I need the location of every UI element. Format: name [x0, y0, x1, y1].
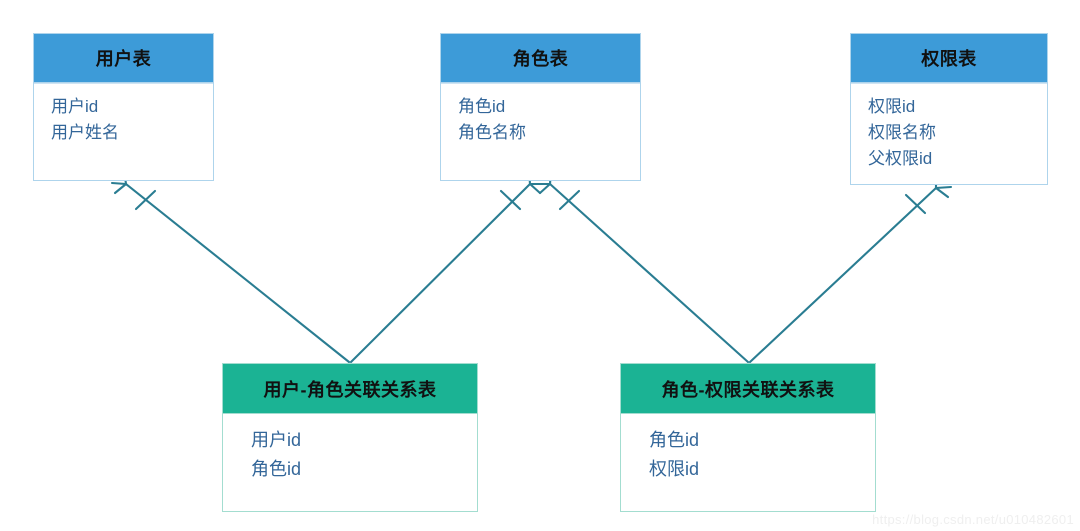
one-tick-role-left — [499, 189, 522, 211]
field-item: 用户id — [251, 430, 302, 450]
field-item: 权限id — [649, 459, 700, 479]
watermark: https://blog.csdn.net/u010482601 — [872, 512, 1074, 527]
one-tick-user — [134, 189, 157, 211]
entity-user-role[interactable]: 用户-角色关联关系表 用户id 角色id — [222, 363, 478, 512]
entity-role-permission-fields: 角色id 权限id — [621, 413, 875, 484]
field-item: 权限id — [868, 97, 916, 116]
one-tick-permission — [904, 193, 927, 215]
entity-user[interactable]: 用户表 用户id 用户姓名 — [33, 33, 214, 181]
entity-role-fields: 角色id 角色名称 — [441, 83, 640, 146]
field-item: 角色名称 — [458, 123, 526, 142]
entity-user-fields: 用户id 用户姓名 — [34, 83, 213, 146]
entity-role-permission-title: 角色-权限关联关系表 — [621, 364, 875, 413]
relationship-role-userrole — [349, 168, 545, 364]
entity-role[interactable]: 角色表 角色id 角色名称 — [440, 33, 641, 181]
one-tick-role-right — [558, 189, 581, 211]
field-item: 用户id — [51, 97, 99, 116]
entity-role-permission[interactable]: 角色-权限关联关系表 角色id 权限id — [620, 363, 876, 512]
field-item: 权限名称 — [868, 123, 936, 142]
relationship-permission-rolepermission — [748, 172, 953, 364]
entity-user-role-title: 用户-角色关联关系表 — [223, 364, 477, 413]
field-item: 用户姓名 — [51, 123, 119, 142]
entity-user-title: 用户表 — [34, 34, 213, 83]
field-item: 角色id — [251, 459, 302, 479]
entity-permission-title: 权限表 — [851, 34, 1047, 83]
field-item: 角色id — [458, 97, 506, 116]
field-item: 角色id — [649, 430, 700, 450]
relationship-role-rolepermission — [535, 168, 750, 364]
relationship-user-userrole — [110, 168, 351, 364]
entity-permission[interactable]: 权限表 权限id 权限名称 父权限id — [850, 33, 1048, 185]
field-item: 父权限id — [868, 149, 933, 168]
entity-user-role-fields: 用户id 角色id — [223, 413, 477, 484]
entity-role-title: 角色表 — [441, 34, 640, 83]
entity-permission-fields: 权限id 权限名称 父权限id — [851, 83, 1047, 172]
